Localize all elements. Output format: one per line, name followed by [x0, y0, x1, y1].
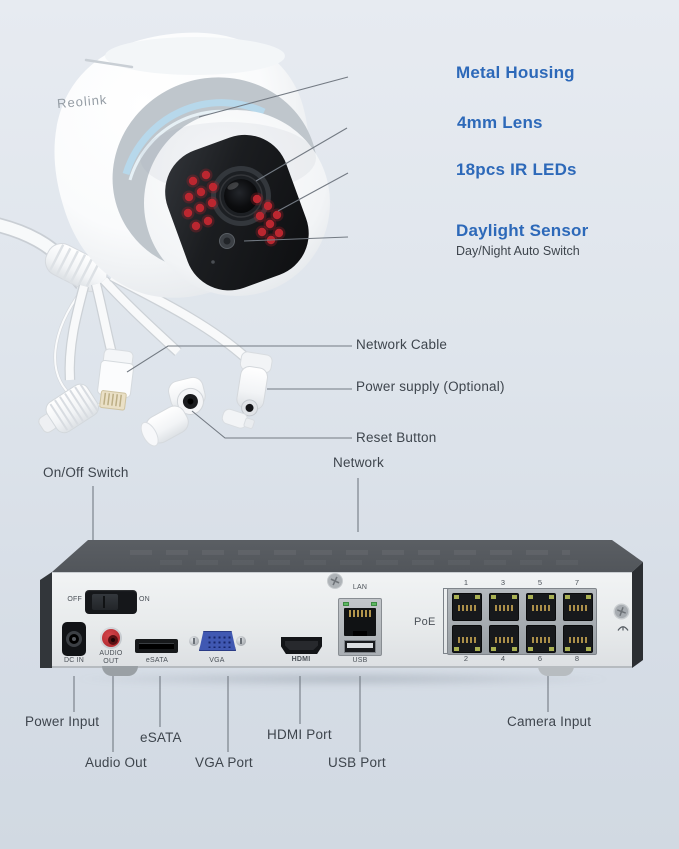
label-audio-out: OUT: [103, 658, 119, 665]
label-lan: LAN: [352, 584, 368, 591]
poe-port-2[interactable]: [452, 625, 482, 653]
label-vga: VGA: [209, 657, 225, 664]
reset-connector: [168, 376, 206, 415]
power-rocker[interactable]: [92, 594, 118, 610]
poe-num-6: 6: [537, 654, 543, 663]
poe-num-3: 3: [500, 578, 506, 587]
poe-port-panel: [447, 588, 597, 655]
label-usb: USB: [352, 657, 368, 664]
line-daylight-sensor: [243, 236, 349, 242]
label-vga-port: VGA Port: [195, 755, 253, 770]
dc-power-connector: [236, 351, 273, 417]
label-hdmi-port: HDMI Port: [267, 727, 332, 742]
label-daylight-sensor: Daylight Sensor: [456, 221, 589, 240]
camera-lens: [211, 166, 271, 226]
lan-led-left: [343, 602, 349, 606]
line-network-cable: [126, 345, 352, 373]
poe-num-8: 8: [574, 654, 580, 663]
waterproof-cap: [38, 383, 99, 434]
plug-accessory: [221, 408, 255, 429]
callout-lines: [73, 76, 549, 752]
nvr-recorder: OFF ON DC IN AUDIO OUT eSATA VGA HDMI LA…: [40, 538, 643, 678]
poe-num-7: 7: [574, 578, 580, 587]
line-reset-button: [191, 410, 352, 439]
label-usb-port: USB Port: [328, 755, 386, 770]
lan-port[interactable]: [344, 608, 376, 636]
label-network-cable: Network Cable: [356, 337, 448, 352]
label-esata: eSATA: [145, 657, 169, 664]
hdmi-port[interactable]: [281, 637, 322, 654]
audio-out-port[interactable]: [100, 627, 122, 649]
screw-right: [613, 603, 630, 620]
microphone-hole: [211, 260, 215, 264]
dc-in-port[interactable]: [62, 622, 86, 656]
label-esata-callout: eSATA: [140, 730, 182, 745]
poe-port-4[interactable]: [489, 625, 519, 653]
label-power-input: Power Input: [25, 714, 100, 729]
nvr-top-face: [52, 540, 643, 572]
label-daylight-sensor-sub: Day/Night Auto Switch: [456, 244, 580, 258]
nvr-foot-left: [102, 666, 138, 676]
camera-pigtail-cables: [0, 217, 273, 447]
label-audio: AUDIO: [99, 650, 123, 657]
power-switch[interactable]: [85, 590, 137, 614]
camera-top-cap: [105, 37, 285, 75]
label-camera-input: Camera Input: [507, 714, 592, 729]
line-ir-leds: [277, 172, 349, 212]
usb-port[interactable]: [344, 640, 376, 653]
ground-symbol-icon: [617, 626, 629, 631]
esata-port[interactable]: [135, 639, 178, 653]
label-poe: PoE: [414, 616, 436, 628]
line-metal-housing: [198, 76, 349, 118]
poe-port-3[interactable]: [489, 593, 519, 621]
label-4mm-lens: 4mm Lens: [457, 113, 543, 132]
label-on: ON: [139, 596, 150, 603]
poe-port-5[interactable]: [526, 593, 556, 621]
label-ir-leds: 18pcs IR LEDs: [456, 160, 577, 179]
nvr-vents: [130, 550, 570, 555]
label-hdmi: HDMI: [291, 656, 311, 663]
label-audio-out-callout: Audio Out: [85, 755, 147, 770]
poe-num-5: 5: [537, 578, 543, 587]
label-power-supply: Power supply (Optional): [356, 379, 505, 394]
poe-num-1: 1: [463, 578, 469, 587]
label-metal-housing: Metal Housing: [456, 63, 575, 82]
vga-port[interactable]: [189, 629, 246, 654]
poe-port-6[interactable]: [526, 625, 556, 653]
poe-num-4: 4: [500, 654, 506, 663]
nvr-left-side: [40, 572, 52, 668]
screw-top: [327, 573, 343, 589]
daylight-sensor: [219, 233, 235, 249]
label-reset-button: Reset Button: [356, 430, 437, 445]
nvr-right-side: [632, 562, 643, 668]
lan-led-right: [371, 602, 377, 606]
poe-port-7[interactable]: [563, 593, 593, 621]
dome-camera: [54, 32, 330, 298]
label-on-off-switch: On/Off Switch: [43, 465, 129, 480]
poe-port-8[interactable]: [563, 625, 593, 653]
ir-leds: [181, 168, 286, 247]
nvr-foot-right: [538, 666, 574, 676]
blue-accent-ring: [122, 99, 266, 176]
rj45-connector: [97, 348, 135, 411]
line-lens: [255, 127, 348, 182]
connector-cap: [140, 405, 189, 447]
lan-usb-block: [338, 598, 382, 656]
poe-port-1[interactable]: [452, 593, 482, 621]
label-off: OFF: [67, 596, 82, 603]
label-dc-in: DC IN: [63, 657, 85, 664]
poe-num-2: 2: [463, 654, 469, 663]
nvr-shadow: [70, 671, 615, 687]
label-network: Network: [333, 455, 384, 470]
